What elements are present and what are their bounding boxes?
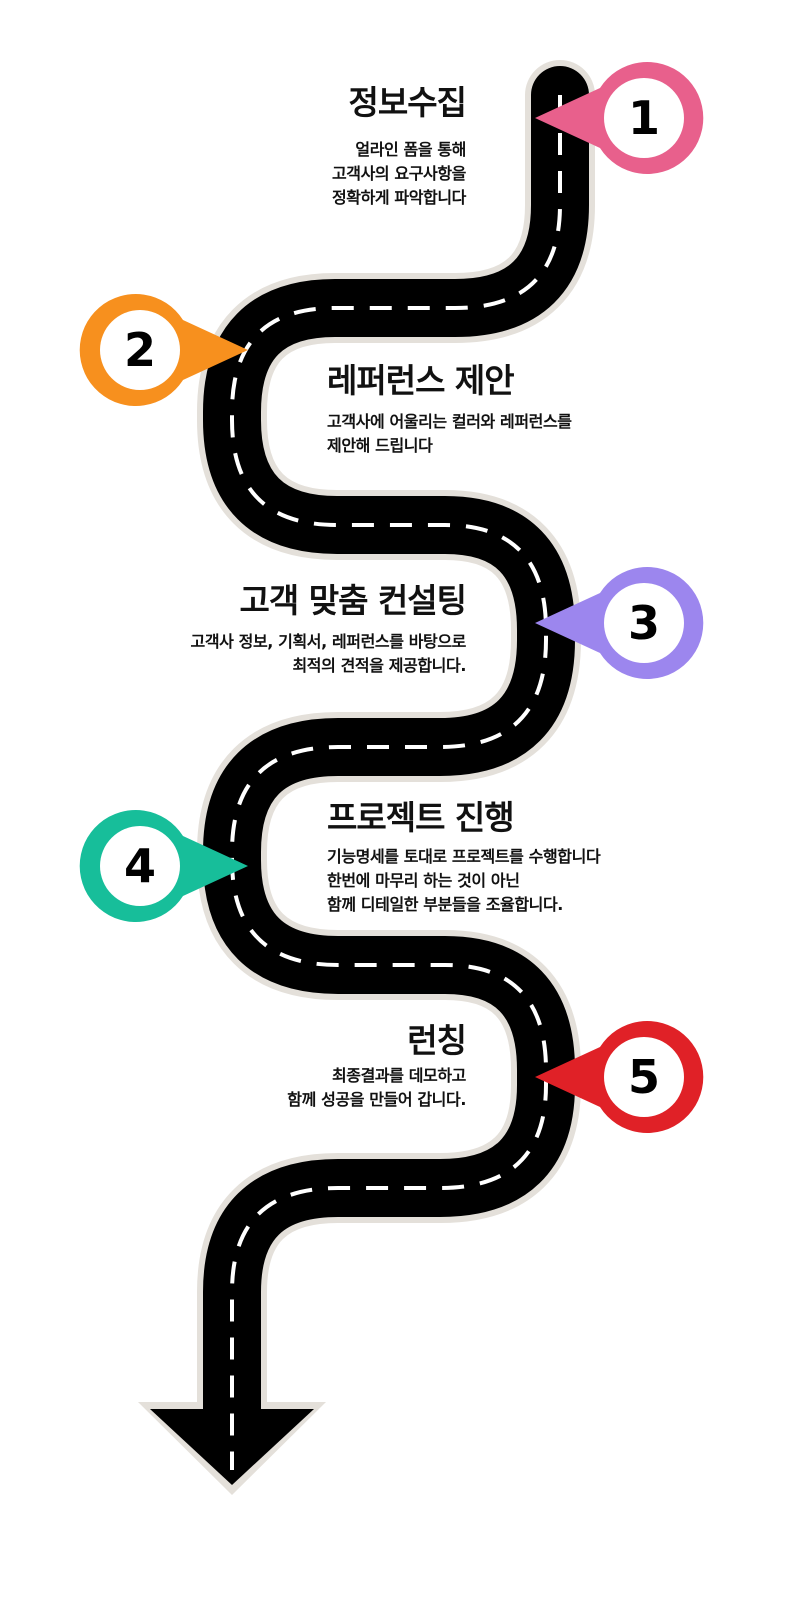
step-1-desc: 얼라인 폼을 통해 고객사의 요구사항을 정확하게 파악합니다 xyxy=(126,138,466,210)
step-5-text: 런칭 최종결과를 데모하고 함께 성공을 만들어 갑니다. xyxy=(126,1021,467,1112)
step-4-text: 프로젝트 진행 기능명세를 토대로 프로젝트를 수행합니다 한번에 마무리 하는… xyxy=(327,799,687,917)
step-3-number: 3 xyxy=(628,596,660,650)
step-2-title: 레퍼런스 제안 xyxy=(327,361,515,400)
step-2-desc-line: 제안해 드립니다 xyxy=(327,435,433,455)
step-4-number: 4 xyxy=(124,839,156,893)
step-4-desc-line: 함께 디테일한 부분들을 조율합니다. xyxy=(327,894,563,914)
step-1-desc-line: 얼라인 폼을 통해 xyxy=(355,139,466,159)
step-4-desc-line: 한번에 마무리 하는 것이 아닌 xyxy=(327,870,520,890)
step-4-pin: 4 xyxy=(79,810,248,922)
step-3-pin-center xyxy=(604,583,684,663)
step-2-desc: 고객사에 어울리는 컬러와 레퍼런스를 제안해 드립니다 xyxy=(327,410,687,458)
step-2-pin-center xyxy=(100,310,180,390)
step-3-title: 고객 맞춤 컨설팅 xyxy=(239,581,468,620)
step-3-desc-line: 고객사 정보, 기획서, 레퍼런스를 바탕으로 xyxy=(190,631,467,651)
step-1-title: 정보수집 xyxy=(348,83,467,122)
step-5-pin: 5 xyxy=(535,1021,704,1134)
step-3-desc-line: 최적의 견적을 제공합니다. xyxy=(292,655,466,675)
step-3-desc: 고객사 정보, 기획서, 레퍼런스를 바탕으로 최적의 견적을 제공합니다. xyxy=(96,630,467,678)
step-3-pin: 3 xyxy=(535,567,704,679)
step-1-pin: 1 xyxy=(535,62,704,174)
step-3-text: 고객 맞춤 컨설팅 고객사 정보, 기획서, 레퍼런스를 바탕으로 최적의 견적… xyxy=(96,581,468,678)
step-4-desc: 기능명세를 토대로 프로젝트를 수행합니다 한번에 마무리 하는 것이 아닌 함… xyxy=(327,845,687,917)
step-2-number: 2 xyxy=(124,323,156,377)
road-center-line xyxy=(230,95,562,1470)
step-1-text: 정보수집 얼라인 폼을 통해 고객사의 요구사항을 정확하게 파악합니다 xyxy=(126,83,467,210)
step-1-number: 1 xyxy=(628,91,660,145)
step-1-desc-line: 고객사의 요구사항을 xyxy=(331,163,466,183)
road-arrow-head xyxy=(150,1409,314,1485)
step-5-desc-line: 함께 성공을 만들어 갑니다. xyxy=(287,1089,466,1109)
step-5-number: 5 xyxy=(628,1050,660,1104)
step-2-text: 레퍼런스 제안 고객사에 어울리는 컬러와 레퍼런스를 제안해 드립니다 xyxy=(327,362,687,458)
step-4-desc-line: 기능명세를 토대로 프로젝트를 수행합니다 xyxy=(327,846,601,866)
step-4-title: 프로젝트 진행 xyxy=(327,798,515,837)
step-2-pin: 2 xyxy=(79,294,248,406)
step-5-desc: 최종결과를 데모하고 함께 성공을 만들어 갑니다. xyxy=(126,1064,466,1112)
step-2-desc-line: 고객사에 어울리는 컬러와 레퍼런스를 xyxy=(327,411,572,431)
step-5-title: 런칭 xyxy=(407,1021,467,1060)
step-1-desc-line: 정확하게 파악합니다 xyxy=(331,187,466,207)
step-4-pin-center xyxy=(100,826,180,906)
step-5-desc-line: 최종결과를 데모하고 xyxy=(331,1065,466,1085)
step-1-pin-center xyxy=(604,78,684,158)
step-5-pin-center xyxy=(604,1037,684,1117)
